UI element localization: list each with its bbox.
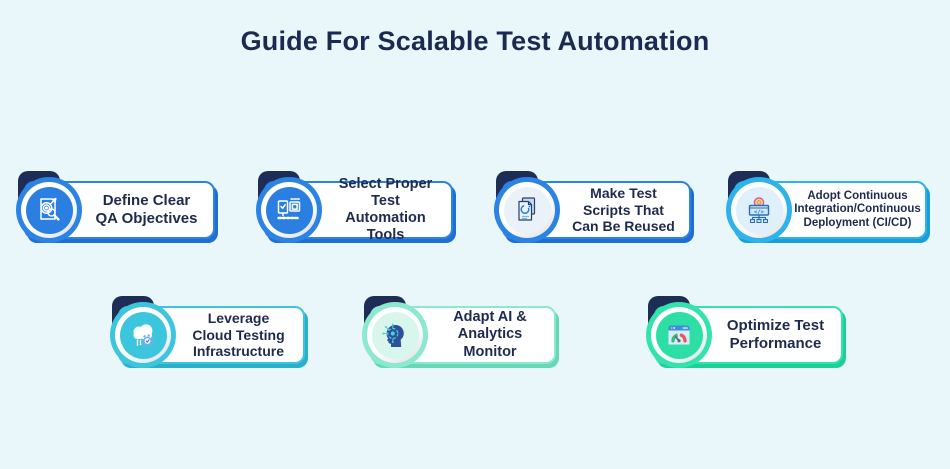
cicd-monitor-icon: </> xyxy=(748,197,770,223)
card-label-line: Define Clear xyxy=(102,192,191,210)
icon-ring xyxy=(651,307,707,363)
cloud-gear-icon xyxy=(133,324,155,348)
reusable-scripts-icon xyxy=(518,197,536,221)
card-label-line: Analytics Monitor xyxy=(457,326,523,360)
card-label-line: Adapt AI & xyxy=(453,309,527,326)
icon-badge xyxy=(16,177,82,243)
card-label-line: Select Proper Test xyxy=(338,175,433,209)
icon-ring xyxy=(367,307,423,363)
icon-badge: </> xyxy=(726,177,792,243)
page-title: Guide For Scalable Test Automation xyxy=(240,26,710,56)
icon-badge xyxy=(110,302,176,368)
icon-badge xyxy=(646,302,712,368)
icon-ring xyxy=(261,182,317,238)
icon-badge xyxy=(362,302,428,368)
card-label: Define Clear QA Objectives xyxy=(96,192,198,227)
ai-head-icon xyxy=(382,323,404,347)
card-label-line: Automation Tools xyxy=(345,210,426,244)
svg-text:</>: </> xyxy=(754,210,764,216)
card-label: Adapt AI & Analytics Monitor xyxy=(432,309,548,360)
card-label: Make Test Scripts That Can Be Reused xyxy=(572,185,675,235)
card-label-line: Optimize Test xyxy=(726,317,825,335)
icon-ring xyxy=(21,182,77,238)
icon-ring xyxy=(115,307,171,363)
card-label-line: Cloud Testing xyxy=(192,326,285,343)
card-label-line: Scripts That xyxy=(583,201,664,218)
icon-badge xyxy=(256,177,322,243)
target-document-icon xyxy=(40,197,60,221)
card-label: Adopt Continuous Integration/Continuous … xyxy=(794,190,920,231)
card-label-line: Adopt Continuous xyxy=(807,189,908,202)
card-label-line: QA Objectives xyxy=(95,210,198,227)
icon-ring: </> xyxy=(731,182,787,238)
card-label: Optimize Test Performance xyxy=(727,317,824,352)
card-label-line: Deployment (CI/CD) xyxy=(803,216,912,229)
card-label-line: Integration/Continuous xyxy=(794,203,921,216)
icon-ring xyxy=(499,182,555,238)
automation-tools-icon xyxy=(277,198,301,220)
card-label-line: Make Test xyxy=(590,185,657,202)
icon-badge xyxy=(494,177,560,243)
card-label-line: Can Be Reused xyxy=(572,218,675,235)
card-label-line: Leverage xyxy=(207,310,270,327)
card-label: Select Proper Test Automation Tools xyxy=(326,176,445,244)
performance-gauge-icon xyxy=(668,325,690,345)
card-label-line: Infrastructure xyxy=(192,343,284,360)
card-label: Leverage Cloud Testing Infrastructure xyxy=(192,310,284,360)
card-label-line: Performance xyxy=(729,335,822,352)
